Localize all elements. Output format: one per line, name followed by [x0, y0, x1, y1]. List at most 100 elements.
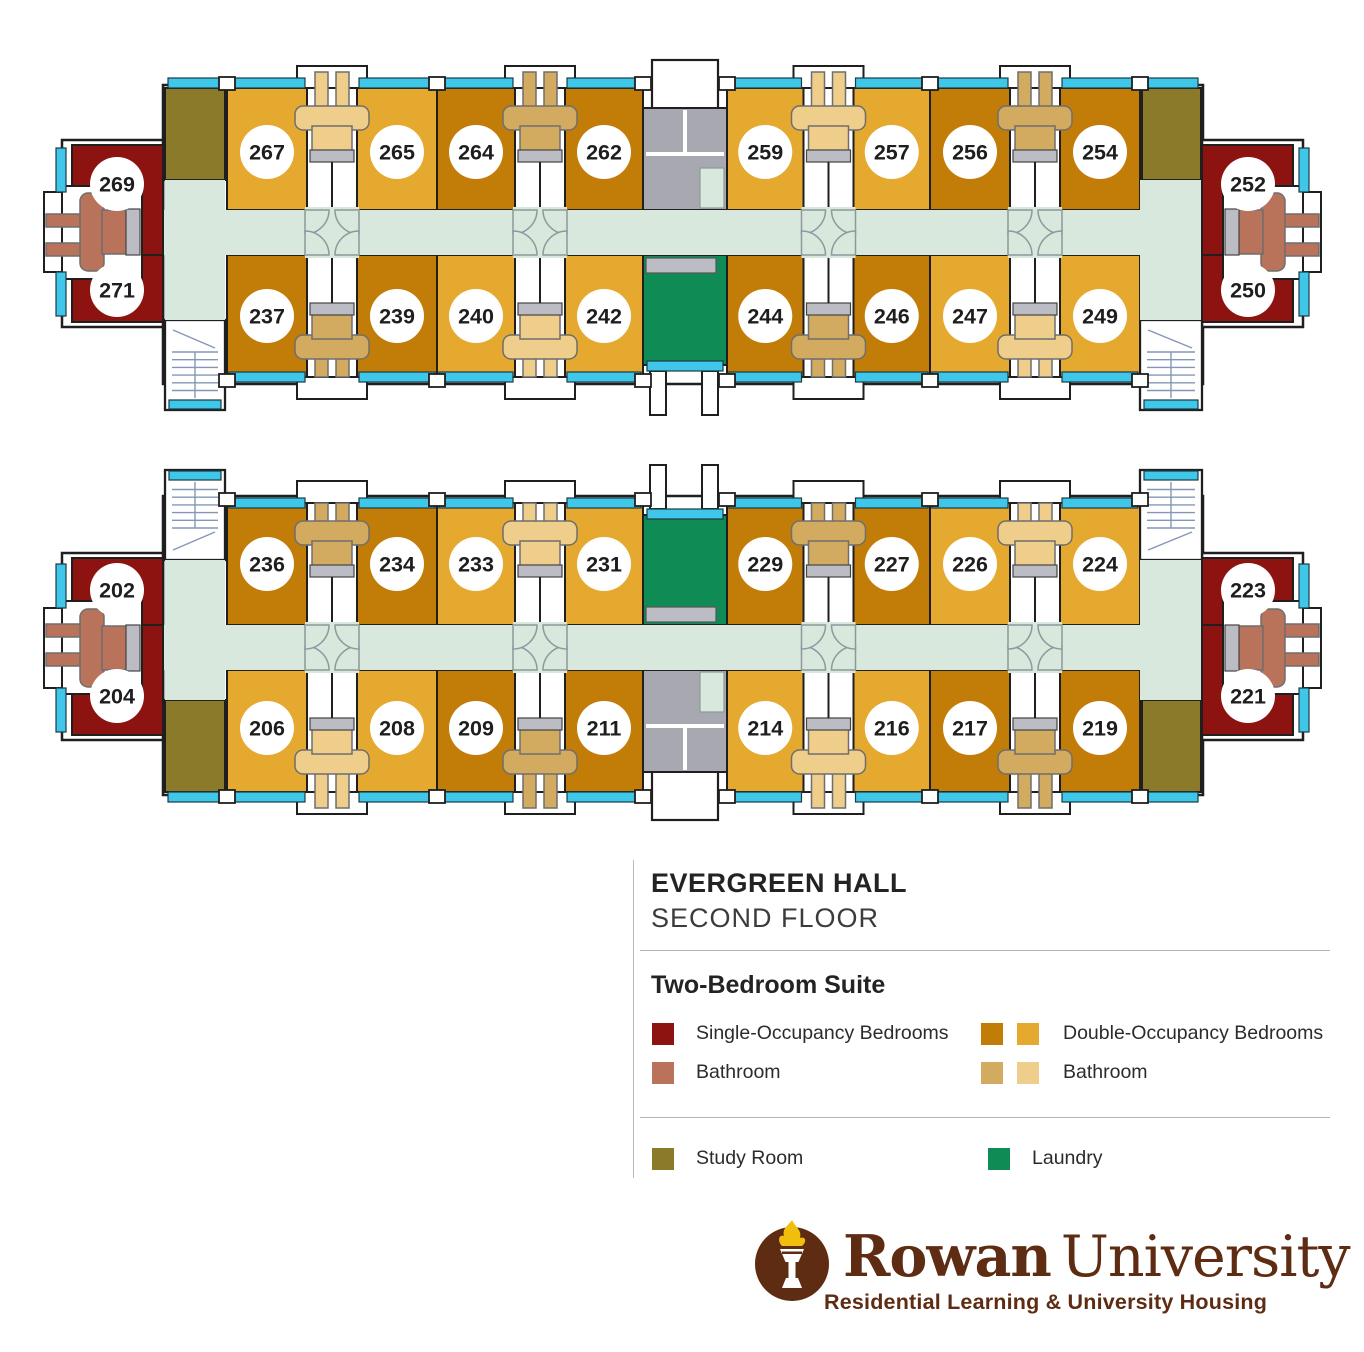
room-number-214: 214 — [738, 701, 793, 755]
suite-bath-counter — [517, 149, 563, 163]
window — [438, 497, 514, 509]
door-arc — [334, 230, 360, 256]
wall-stub — [218, 76, 236, 91]
door-arc — [512, 624, 538, 650]
suite-bath-counter — [805, 717, 852, 731]
window — [728, 77, 803, 89]
window — [931, 371, 1009, 383]
suite-bathroom — [807, 312, 850, 340]
room-number-219: 219 — [1073, 701, 1127, 755]
svg-text:202: 202 — [99, 579, 135, 603]
room-number-229: 229 — [738, 537, 793, 591]
window — [1061, 77, 1139, 89]
window — [1298, 271, 1310, 317]
room-number-250: 250 — [1221, 263, 1275, 317]
end-bath-counter — [125, 208, 141, 256]
window — [931, 77, 1009, 89]
wall-stub — [718, 373, 736, 388]
bathroom-pod — [296, 65, 368, 89]
room-number-231: 231 — [577, 537, 631, 591]
window — [55, 147, 67, 193]
suite-bath-counter — [309, 149, 355, 163]
suite-bath-counter — [805, 149, 852, 163]
double-bathroom-light-swatch — [1017, 1061, 1039, 1084]
legend-vertical-divider — [633, 860, 634, 1178]
svg-text:239: 239 — [379, 305, 415, 329]
svg-text:214: 214 — [747, 717, 783, 741]
wall-stub — [1131, 76, 1149, 91]
wall-stub — [428, 76, 446, 91]
suite-bathroom — [311, 727, 353, 755]
window — [646, 508, 724, 520]
hall-title: EVERGREEN HALL — [651, 868, 908, 898]
svg-text:256: 256 — [952, 141, 988, 165]
svg-text:264: 264 — [458, 141, 494, 165]
laundry-counter — [645, 606, 717, 623]
legend-item-study-room: Study Room — [652, 1147, 803, 1170]
legend-label-double-bathroom: Bathroom — [1063, 1061, 1148, 1083]
svg-text:221: 221 — [1230, 685, 1266, 709]
svg-text:242: 242 — [586, 305, 622, 329]
room-number-206: 206 — [240, 701, 294, 755]
end-bathroom — [1234, 625, 1264, 671]
suite-bath-counter — [309, 302, 355, 316]
study-room-swatch — [652, 1147, 674, 1170]
entry-vestibule-wall — [701, 464, 719, 510]
bathroom-pod — [296, 480, 368, 504]
corridor — [140, 625, 1228, 670]
door-arc — [800, 624, 827, 650]
bathroom-pod — [792, 376, 865, 400]
wall-stub — [718, 492, 736, 507]
room-number-224: 224 — [1073, 537, 1127, 591]
suite-bathroom — [1014, 312, 1056, 340]
room-number-242: 242 — [577, 289, 631, 343]
suite-bathroom — [311, 312, 353, 340]
window — [1144, 791, 1199, 803]
wall-stub — [921, 373, 939, 388]
room-number-240: 240 — [449, 289, 503, 343]
window — [228, 371, 306, 383]
window — [728, 791, 803, 803]
svg-text:234: 234 — [379, 553, 415, 577]
room-number-247: 247 — [943, 289, 997, 343]
svg-text:229: 229 — [747, 553, 783, 577]
single-bathroom-swatch — [652, 1061, 674, 1084]
suite-bath-counter — [805, 302, 852, 316]
door-arc — [1007, 624, 1033, 650]
window — [438, 371, 514, 383]
room-number-271: 271 — [90, 263, 144, 317]
door-arc — [334, 624, 360, 650]
bathroom-pod — [999, 480, 1071, 504]
single-occupancy-swatch — [652, 1022, 674, 1045]
corridor — [1140, 180, 1203, 320]
window — [438, 791, 514, 803]
window — [55, 563, 67, 609]
bathroom-pod — [504, 65, 576, 89]
door-arc — [304, 230, 330, 256]
room-number-244: 244 — [738, 289, 793, 343]
door-arc — [830, 230, 857, 256]
suite-bathroom — [1014, 540, 1056, 568]
door-arc — [1037, 624, 1063, 650]
legend-item-double-bathroom: Bathroom — [981, 1061, 1148, 1084]
svg-text:271: 271 — [99, 279, 135, 303]
left-bath-pod — [43, 191, 63, 273]
svg-text:231: 231 — [586, 553, 622, 577]
laundry-counter — [645, 257, 717, 274]
room-number-265: 265 — [370, 125, 424, 179]
door-arc — [1037, 230, 1063, 256]
svg-text:204: 204 — [99, 685, 135, 709]
window — [728, 497, 803, 509]
study-room — [164, 699, 226, 793]
bathroom-pod — [792, 480, 865, 504]
room-number-221: 221 — [1221, 669, 1275, 723]
window — [358, 371, 436, 383]
window — [931, 791, 1009, 803]
wall-stub — [921, 789, 939, 804]
suite-bath-counter — [517, 302, 563, 316]
window — [1061, 497, 1139, 509]
bathroom-pod — [504, 791, 576, 815]
svg-text:217: 217 — [952, 717, 988, 741]
room-number-208: 208 — [370, 701, 424, 755]
